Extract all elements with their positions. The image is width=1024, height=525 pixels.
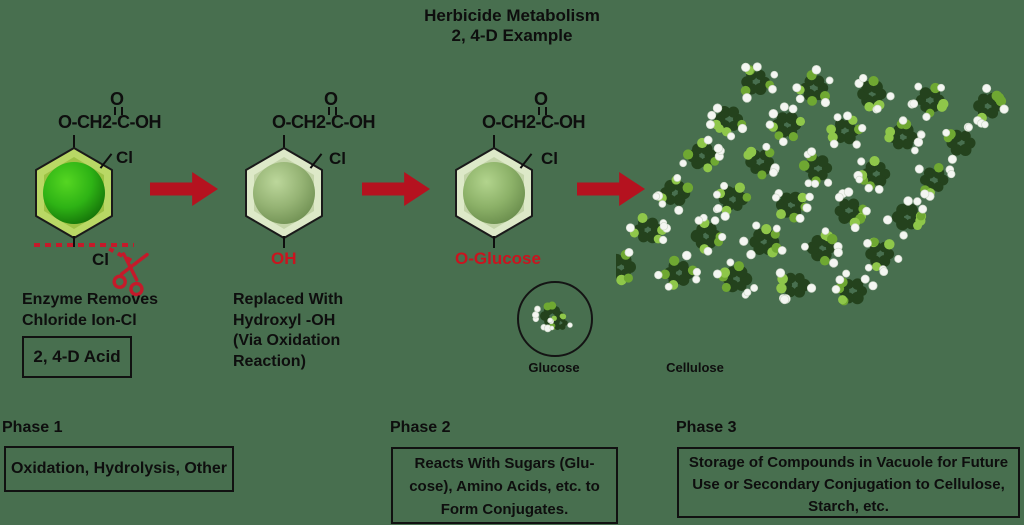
glucose-label: Glucose [528, 360, 580, 375]
chlorine-label-1: Cl [116, 148, 133, 167]
chlorine-label-2: Cl [329, 149, 346, 168]
double-bond-icon-1 [114, 107, 123, 115]
phase-3-box: Storage of Compounds in Vacuole for Futu… [677, 447, 1020, 518]
molecule-2-caption: Replaced With Hydroxyl -OH (Via Oxidatio… [233, 291, 344, 370]
bond-stem-bottom-1 [73, 236, 75, 247]
double-bond-icon-3 [538, 107, 547, 115]
carbonyl-oxygen-label-2: O [324, 89, 339, 109]
bond-stem-top-3 [493, 135, 495, 149]
phase-1-label: Phase 1 [2, 419, 63, 436]
arrow-right-icon-2 [362, 172, 430, 206]
bond-stem-top-1 [73, 135, 75, 149]
cleavage-dashed-line [34, 243, 134, 247]
double-bond-icon-2 [328, 107, 337, 115]
scissors-icon [112, 252, 149, 297]
phase-2-label: Phase 2 [390, 419, 451, 436]
acid-name-box: 2, 4-D Acid [22, 336, 132, 378]
carbonyl-oxygen-label-3: O [534, 89, 549, 109]
carbonyl-oxygen-label-1: O [110, 89, 125, 109]
bond-stem-bottom-2 [283, 236, 285, 248]
formula-1: O-CH2-C-OH [58, 112, 162, 132]
cellulose-label: Cellulose [666, 360, 724, 375]
formula-3: O-CH2-C-OH [482, 112, 586, 132]
chlorine-label-3: Cl [541, 149, 558, 168]
cellulose-molecule-structure [616, 62, 1009, 306]
formula-2: O-CH2-C-OH [272, 112, 376, 132]
benzene-ring-1 [35, 147, 113, 239]
leaving-chlorine-label: Cl [92, 250, 109, 269]
benzene-ring-3 [455, 147, 533, 239]
glucose-molecule-structure [531, 301, 573, 333]
hydroxyl-label: OH [271, 249, 297, 268]
phase-3-label: Phase 3 [676, 419, 737, 436]
bond-stem-bottom-3 [493, 236, 495, 248]
phase-1-box: Oxidation, Hydrolysis, Other [4, 446, 234, 492]
o-glucose-label: O-Glucose [455, 249, 541, 268]
molecule-1-caption: Enzyme Removes Chloride Ion-Cl [22, 291, 159, 329]
phase-2-box: Reacts With Sugars (Glu- cose), Amino Ac… [391, 447, 618, 524]
glucose-circle [517, 281, 593, 357]
benzene-ring-2 [245, 147, 323, 239]
bond-stem-top-2 [283, 135, 285, 149]
arrow-right-icon-1 [150, 172, 218, 206]
diagram-title: Herbicide Metabolism 2, 4-D Example [424, 6, 600, 45]
